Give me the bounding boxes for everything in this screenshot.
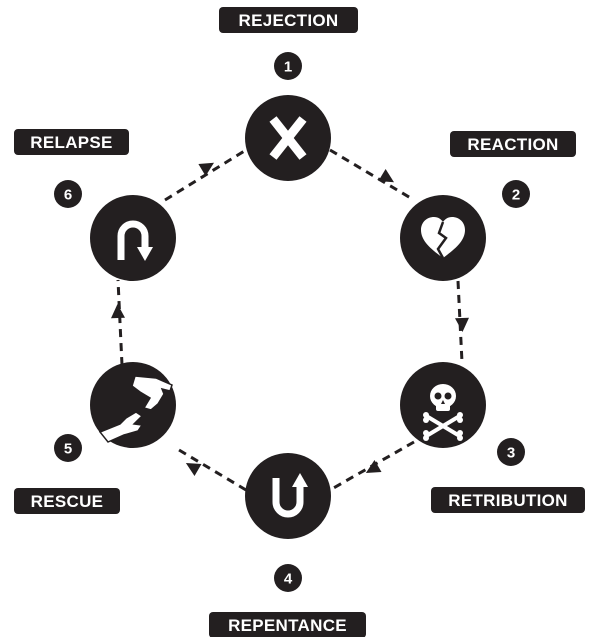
- stage-number-badge: [54, 180, 82, 208]
- stage-label: REACTION: [467, 135, 558, 154]
- stage-rejection: REJECTION 1: [219, 7, 358, 181]
- stage-label: REPENTANCE: [228, 616, 347, 635]
- stage-repentance: REPENTANCE 4: [209, 453, 366, 637]
- stage-number: 2: [512, 187, 520, 204]
- broken-heart-icon: [400, 195, 486, 281]
- stage-label-box: [431, 487, 585, 513]
- arrow-3-4: [365, 459, 382, 473]
- stage-number-badge: [497, 438, 525, 466]
- u-turn-down-icon: [90, 195, 176, 281]
- arrow-4-5: [185, 463, 202, 477]
- connector-5-6: [116, 279, 124, 366]
- arrowheads: [111, 162, 469, 477]
- stage-number-badge: [274, 52, 302, 80]
- stage-label: RESCUE: [31, 492, 104, 511]
- x-mark-icon: [245, 95, 331, 181]
- stage-reaction: REACTION 2: [400, 131, 576, 281]
- stage-number: 6: [64, 187, 72, 204]
- arrow-6-1: [198, 162, 215, 177]
- stage-label: REJECTION: [239, 11, 339, 30]
- arrow-1-2: [378, 168, 395, 183]
- stage-retribution: RETRIBUTION 3: [400, 362, 585, 513]
- stage-number: 3: [507, 445, 515, 462]
- stage-label-box: [450, 131, 576, 157]
- stage-label-box: [14, 129, 129, 155]
- connector-1-2: [329, 148, 415, 202]
- stage-number: 4: [284, 571, 293, 588]
- stage-number-badge: [502, 180, 530, 208]
- stage-label-box: [209, 612, 366, 637]
- stage-rescue: RESCUE 5: [14, 362, 176, 514]
- stage-label-box: [219, 7, 358, 33]
- stage-label-box: [14, 488, 120, 514]
- arrow-5-6: [111, 304, 125, 319]
- stage-number-badge: [54, 434, 82, 462]
- stage-relapse: RELAPSE 6: [14, 129, 176, 281]
- skull-crossbones-icon: [400, 362, 486, 448]
- helping-hands-icon: [90, 362, 176, 448]
- connectors: [116, 148, 464, 492]
- connector-4-5: [173, 445, 247, 492]
- stage-number: 5: [64, 441, 72, 458]
- arrow-2-3: [455, 317, 469, 332]
- stage-label: RELAPSE: [30, 133, 112, 152]
- u-turn-up-icon: [245, 453, 331, 539]
- stage-number-badge: [274, 564, 302, 592]
- stage-label: RETRIBUTION: [448, 491, 567, 510]
- stage-number: 1: [284, 59, 292, 76]
